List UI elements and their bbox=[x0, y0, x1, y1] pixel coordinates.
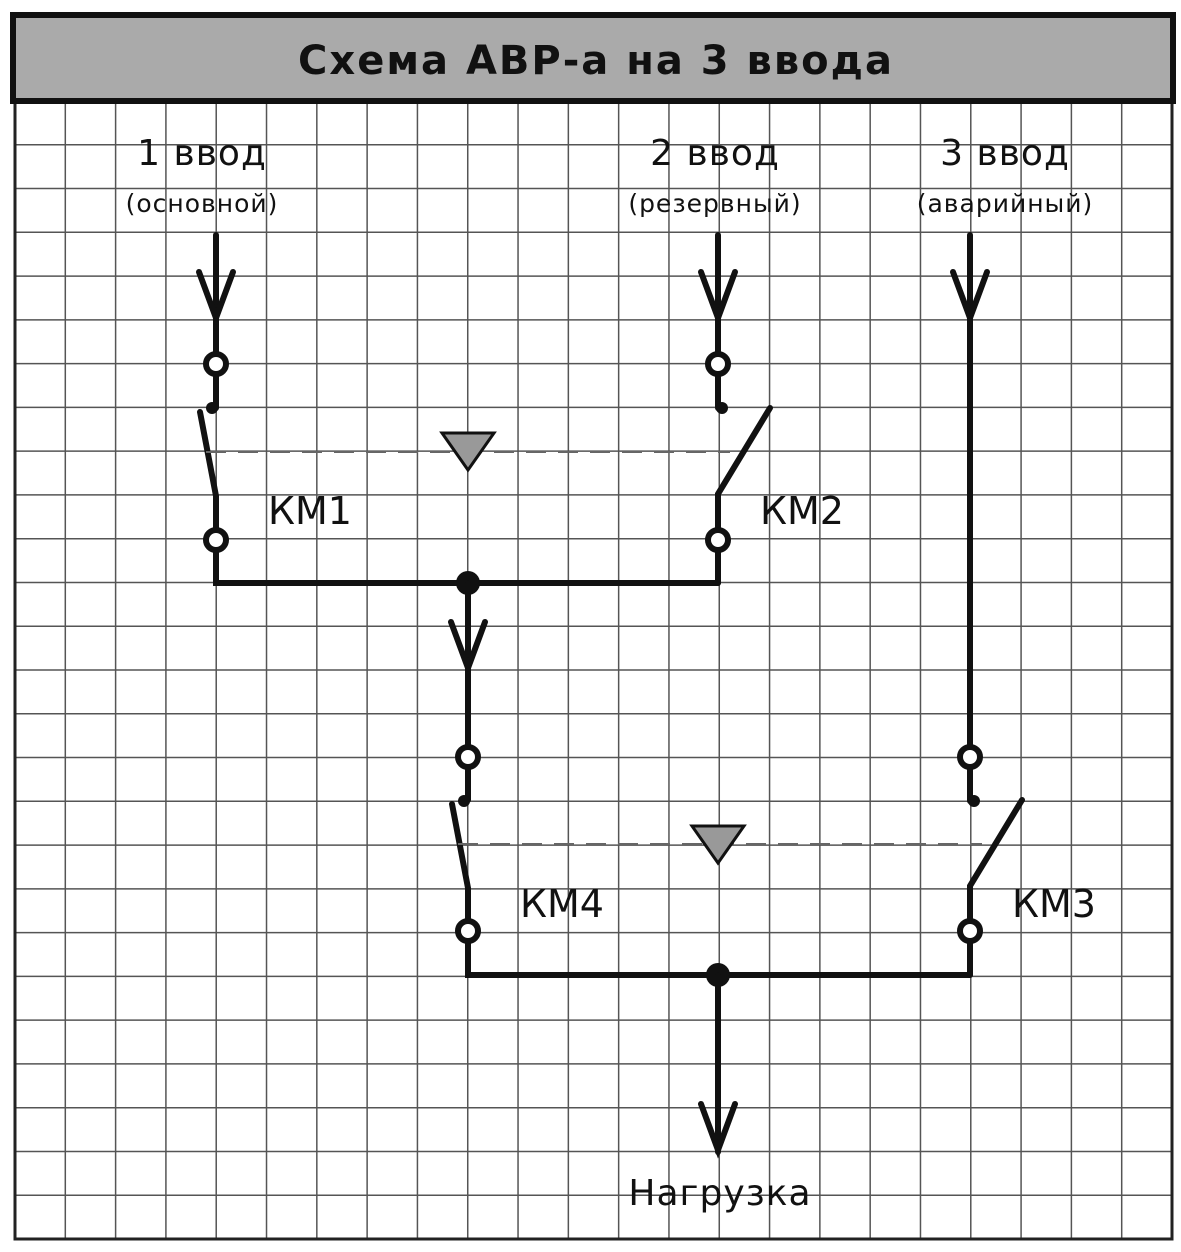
arrow-icon bbox=[950, 269, 990, 327]
input-2-label: 2 ввод bbox=[650, 133, 780, 174]
km2-contact bbox=[715, 405, 773, 586]
km1-label: КМ1 bbox=[268, 489, 352, 533]
arrow-icon bbox=[448, 619, 488, 677]
terminal bbox=[203, 351, 229, 377]
title-bar bbox=[10, 12, 1176, 104]
terminal bbox=[957, 744, 983, 770]
arrow-icon bbox=[196, 269, 236, 327]
arrow-icon bbox=[698, 269, 738, 327]
km2-branch bbox=[698, 232, 773, 586]
input-1-label: 1 ввод bbox=[137, 133, 267, 174]
load-label: Нагрузка bbox=[628, 1173, 811, 1214]
input-2-type: (резервный) bbox=[628, 189, 801, 218]
km4-branch bbox=[448, 580, 973, 978]
grid bbox=[14, 100, 1173, 1240]
input-1-type: (основной) bbox=[126, 189, 279, 218]
km3-label: КМ3 bbox=[1012, 882, 1096, 926]
km3-branch bbox=[950, 232, 1025, 978]
title: Схема АВР-а на 3 ввода bbox=[298, 38, 894, 84]
interlock-triangle-icon bbox=[689, 824, 747, 866]
km4-label: КМ4 bbox=[520, 882, 604, 926]
terminal bbox=[705, 527, 731, 553]
terminal bbox=[705, 351, 731, 377]
terminal bbox=[203, 527, 229, 553]
km2-label: КМ2 bbox=[760, 489, 844, 533]
terminal bbox=[957, 918, 983, 944]
input-3-label: 3 ввод bbox=[940, 133, 1070, 174]
terminal bbox=[455, 918, 481, 944]
interlock-triangle-icon bbox=[439, 431, 497, 473]
km3-contact bbox=[967, 797, 1025, 978]
terminal bbox=[455, 744, 481, 770]
input-3-type: (аварийный) bbox=[917, 189, 1094, 218]
arrow-icon bbox=[698, 1101, 738, 1159]
